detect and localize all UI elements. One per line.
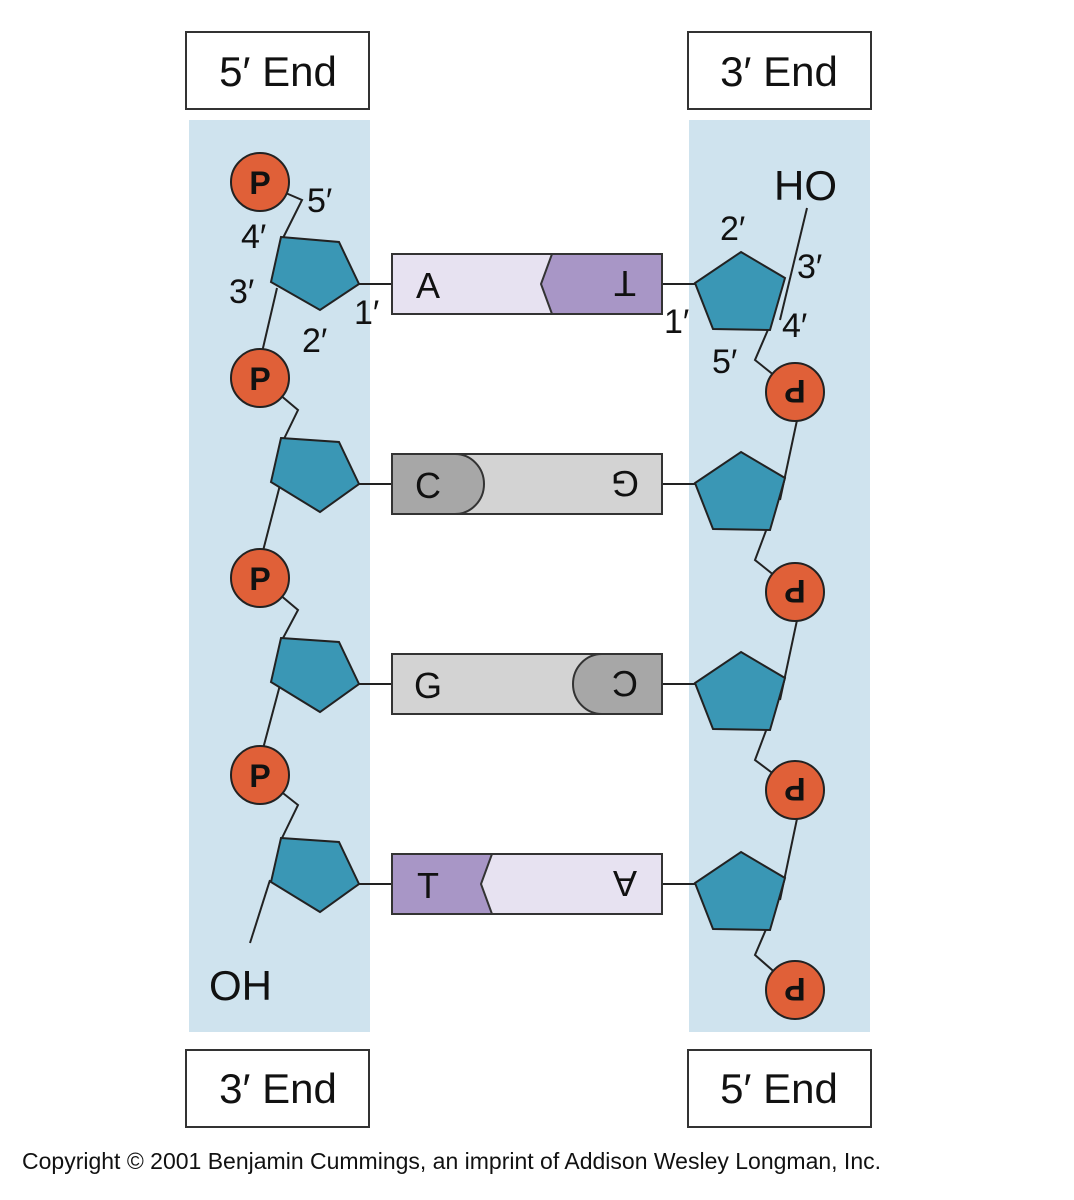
svg-text:P: P xyxy=(249,165,270,201)
sugar-pentagon xyxy=(693,650,787,732)
glycosidic-bonds xyxy=(356,283,698,885)
cytosine-block xyxy=(572,653,663,715)
svg-text:P: P xyxy=(249,361,270,397)
svg-text:P: P xyxy=(784,373,805,409)
svg-text:P: P xyxy=(784,771,805,807)
carbon-label-1: 1′ xyxy=(664,303,689,341)
sugar-pentagon xyxy=(269,436,361,514)
carbon-label-2: 2′ xyxy=(720,210,745,248)
end-label: 3′ End xyxy=(720,48,838,95)
end-label: 5′ End xyxy=(720,1065,838,1112)
right-sugars xyxy=(693,250,787,932)
phosphate: P xyxy=(230,548,290,608)
phosphate: P xyxy=(765,362,825,422)
phosphate: P xyxy=(765,760,825,820)
carbon-label-5: 5′ xyxy=(712,343,737,381)
phosphate: P xyxy=(765,960,825,1020)
carbon-label-5: 5′ xyxy=(307,182,332,220)
carbon-label-4: 4′ xyxy=(782,307,807,345)
sugar-pentagon xyxy=(693,250,787,332)
sugar-pentagon xyxy=(269,836,361,914)
carbon-label-2: 2′ xyxy=(302,322,327,360)
phosphate: P xyxy=(230,745,290,805)
svg-text:P: P xyxy=(784,573,805,609)
phosphate: P xyxy=(765,562,825,622)
base-letter-left: G xyxy=(414,665,442,706)
thymine-block xyxy=(391,853,494,915)
end-box-top-left: 5′ End xyxy=(185,31,370,110)
svg-text:P: P xyxy=(249,758,270,794)
base-pair-1: A T xyxy=(391,253,663,315)
carbon-label-3: 3′ xyxy=(229,273,254,311)
copyright-notice: Copyright © 2001 Benjamin Cummings, an i… xyxy=(22,1148,882,1174)
sugar-pentagon xyxy=(693,850,787,932)
thymine-block xyxy=(539,253,663,315)
base-letter-right: C xyxy=(612,663,638,704)
phosphate: P xyxy=(230,348,290,408)
hydroxyl-label-right: HO xyxy=(774,162,837,209)
base-letter-left: C xyxy=(415,465,441,506)
svg-text:P: P xyxy=(249,561,270,597)
hydroxyl-label-left: OH xyxy=(209,962,272,1009)
svg-text:P: P xyxy=(784,971,805,1007)
end-box-bottom-right: 5′ End xyxy=(687,1049,872,1128)
base-pair-3: G C xyxy=(391,653,663,715)
sugar-pentagon xyxy=(269,235,361,312)
base-letter-right: G xyxy=(611,463,639,504)
base-letter-left: A xyxy=(416,265,440,306)
left-sugars xyxy=(269,235,361,914)
end-box-top-right: 3′ End xyxy=(687,31,872,110)
base-pair-4: T A xyxy=(391,853,663,915)
base-letter-right: A xyxy=(613,863,637,904)
carbon-label-4: 4′ xyxy=(241,218,266,256)
right-phosphates: P P P P xyxy=(765,362,825,1020)
cytosine-block xyxy=(391,453,485,515)
base-pair-2: C G xyxy=(391,453,663,515)
sugar-pentagon xyxy=(693,450,787,532)
dna-diagram: 5′ End 3′ End 3′ End 5′ End xyxy=(185,31,872,1128)
carbon-label-3: 3′ xyxy=(797,248,822,286)
end-box-bottom-left: 3′ End xyxy=(185,1049,370,1128)
end-label: 5′ End xyxy=(219,48,337,95)
base-letter-right: T xyxy=(614,263,636,304)
left-phosphates: P P P P xyxy=(230,152,290,805)
end-label: 3′ End xyxy=(219,1065,337,1112)
sugar-pentagon xyxy=(269,636,361,714)
carbon-label-1: 1′ xyxy=(354,294,379,332)
right-carbon-labels: 2′ 3′ 1′ 4′ 5′ xyxy=(664,210,822,381)
base-letter-left: T xyxy=(417,865,439,906)
phosphate: P xyxy=(230,152,290,212)
left-carbon-labels: 5′ 4′ 3′ 2′ 1′ xyxy=(229,182,379,360)
